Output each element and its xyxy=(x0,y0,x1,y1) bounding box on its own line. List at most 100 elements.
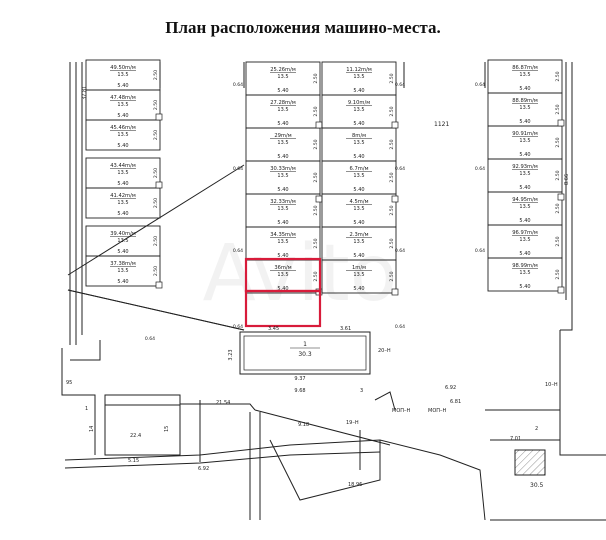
spot-length-dimension: 5.40 xyxy=(277,121,288,127)
mop-label-1: МОП–Н xyxy=(392,408,411,414)
spot-area: 13.5 xyxy=(277,107,288,113)
spot-length-dimension: 5.40 xyxy=(277,220,288,226)
room-1: 1 30.3 3.23 9.37 9.68 20–Н xyxy=(228,331,391,394)
spot-label: 92.93m/м xyxy=(512,164,538,170)
spot-width-dimension: 2.50 xyxy=(555,71,561,81)
column-dimension: 0.64 xyxy=(233,166,243,172)
spot-label: 27.28m/м xyxy=(270,100,296,106)
parking-spot-mid-a-4[interactable]: 32.33m/м13.55.402.50 xyxy=(245,193,321,228)
highlighted-spot-36[interactable] xyxy=(244,289,322,328)
parking-spot-left-6[interactable]: 37.38m/м13.55.402.50 xyxy=(85,255,161,287)
spot-label: 34.35m/м xyxy=(270,232,296,238)
spot-area: 13.5 xyxy=(277,272,288,278)
spot-length-dimension: 5.40 xyxy=(277,253,288,259)
spot-width-dimension: 2.50 xyxy=(555,236,561,246)
spot-area: 13.5 xyxy=(277,239,288,245)
spot-label: 41.42m/м xyxy=(110,193,136,199)
column-post xyxy=(315,121,323,129)
spot-length-dimension: 5.40 xyxy=(353,220,364,226)
spot-area: 13.5 xyxy=(117,268,128,274)
parking-spot-right-2[interactable]: 90.91m/м13.55.402.50 xyxy=(487,125,563,160)
spot-label: 25.26m/м xyxy=(270,67,296,73)
parking-spot-right-5[interactable]: 96.97m/м13.55.402.50 xyxy=(487,224,563,259)
spot-length-dimension: 5.40 xyxy=(353,286,364,292)
parking-spot-left-2[interactable]: 45.46m/м13.55.402.50 xyxy=(85,119,161,151)
parking-spot-mid-b-1[interactable]: 9.10m/м13.55.402.50 xyxy=(321,94,397,129)
spot-area: 13.5 xyxy=(277,140,288,146)
spot-width-dimension: 2.50 xyxy=(153,100,159,110)
spot-label: 96.97m/м xyxy=(512,230,538,236)
spot-label: 43.44m/м xyxy=(110,163,136,169)
parking-spot-right-1[interactable]: 88.89m/м13.55.402.50 xyxy=(487,92,563,127)
parking-spot-right-6[interactable]: 98.99m/м13.55.402.50 xyxy=(487,257,563,292)
column-dimension: 0.64 xyxy=(475,166,485,172)
page-title: План расположения машино-места. xyxy=(165,18,441,37)
parking-spot-left-4[interactable]: 41.42m/м13.55.402.50 xyxy=(85,187,161,219)
parking-spot-mid-a-2[interactable]: 29m/м13.55.402.50 xyxy=(245,127,321,162)
spot-label: 37.38m/м xyxy=(110,261,136,267)
spot-label: 32.33m/м xyxy=(270,199,296,205)
dim-5-15: 5.15 xyxy=(128,458,139,464)
room-area: 30.3 xyxy=(298,351,312,358)
parking-spot-mid-b-0[interactable]: 11.12m/м13.55.402.50 xyxy=(321,61,397,96)
spot-area: 13.5 xyxy=(117,238,128,244)
spot-label: 6.7m/м xyxy=(350,166,369,172)
spot-area: 13.5 xyxy=(519,138,530,144)
spot-label: 94.95m/м xyxy=(512,197,538,203)
spot-width-dimension: 2.50 xyxy=(389,205,395,215)
parking-spot-left-3[interactable]: 43.44m/м13.55.402.50 xyxy=(85,157,161,189)
parking-spot-mid-a-0[interactable]: 25.26m/м13.55.402.50 xyxy=(245,61,321,96)
parking-spot-left-1[interactable]: 47.48m/м13.55.402.50 xyxy=(85,89,161,121)
spot-label: 39.40m/м xyxy=(110,231,136,237)
spot-label: 88.89m/м xyxy=(512,98,538,104)
dim-7-01: 7.01 xyxy=(510,436,521,442)
parking-spot-right-4[interactable]: 94.95m/м13.55.402.50 xyxy=(487,191,563,226)
mop-label-2: МОП–Н xyxy=(428,408,447,414)
dim-37-81: 37.81 xyxy=(82,86,88,100)
spot-length-dimension: 5.40 xyxy=(277,286,288,292)
dim-3-61: 3.61 xyxy=(340,326,351,332)
spot-length-dimension: 5.40 xyxy=(519,119,530,125)
dim-9-18: 9.18 xyxy=(298,422,309,428)
column-post xyxy=(155,113,163,121)
column-dimension: 0.64 xyxy=(145,336,155,342)
spot-label: 86.87m/м xyxy=(512,65,538,71)
spot-length-dimension: 5.40 xyxy=(353,187,364,193)
spot-area: 13.5 xyxy=(277,173,288,179)
spot-area: 13.5 xyxy=(353,173,364,179)
parking-spot-left-0[interactable]: 49.50m/м13.55.402.50 xyxy=(85,59,161,91)
spot-width-dimension: 2.50 xyxy=(153,168,159,178)
spot-label: 45.46m/м xyxy=(110,125,136,131)
dim-3-45: 3.45 xyxy=(268,326,279,332)
parking-spot-mid-a-1[interactable]: 27.28m/м13.55.402.50 xyxy=(245,94,321,129)
spot-length-dimension: 5.40 xyxy=(519,86,530,92)
parking-spot-mid-a-3[interactable]: 30.33m/м13.55.402.50 xyxy=(245,160,321,195)
spot-label: 98.99m/м xyxy=(512,263,538,269)
parking-spot-mid-b-3[interactable]: 6.7m/м13.5 5.40 2.50 xyxy=(321,160,397,195)
spot-width-dimension: 2.50 xyxy=(153,198,159,208)
spot-width-dimension: 2.50 xyxy=(153,236,159,246)
column-dimension: 0.64 xyxy=(233,82,243,88)
spot-width-dimension: 2.50 xyxy=(153,130,159,140)
plan-annotations: 1121 37.81 8.66 3.61 3.45 6.92 6.81 МОП–… xyxy=(66,86,570,489)
room-outer-width: 9.68 xyxy=(294,388,305,394)
spot-width-dimension: 2.50 xyxy=(389,172,395,182)
parking-spot-mid-b-2[interactable]: 8m/м13.55.402.50 xyxy=(321,127,397,162)
room-side-dimension: 3.23 xyxy=(228,349,234,360)
spot-width-dimension: 2.50 xyxy=(555,203,561,213)
parking-spot-right-3[interactable]: 92.93m/м13.55.402.50 xyxy=(487,158,563,193)
spot-length-dimension: 5.40 xyxy=(519,218,530,224)
spot-area: 13.5 xyxy=(117,132,128,138)
parking-spot-left-5[interactable]: 39.40m/м13.55.402.50 xyxy=(85,225,161,257)
spot-length-dimension: 5.40 xyxy=(353,154,364,160)
area-22-4: 22.4 xyxy=(130,433,141,439)
spot-area: 13.5 xyxy=(353,107,364,113)
room-mark: 20–Н xyxy=(378,348,391,354)
parking-spot-right-0[interactable]: 86.87m/м13.55.402.50 xyxy=(487,59,563,94)
spot-width-dimension: 2.50 xyxy=(389,271,395,281)
spot-area: 13.5 xyxy=(519,270,530,276)
parking-spot-mid-b-6[interactable]: 1m/м13.55.402.50 xyxy=(321,259,397,294)
column-dimension: 0.64 xyxy=(395,324,405,330)
parking-spot-mid-b-4[interactable]: 4.5m/м13.55.402.50 xyxy=(321,193,397,228)
